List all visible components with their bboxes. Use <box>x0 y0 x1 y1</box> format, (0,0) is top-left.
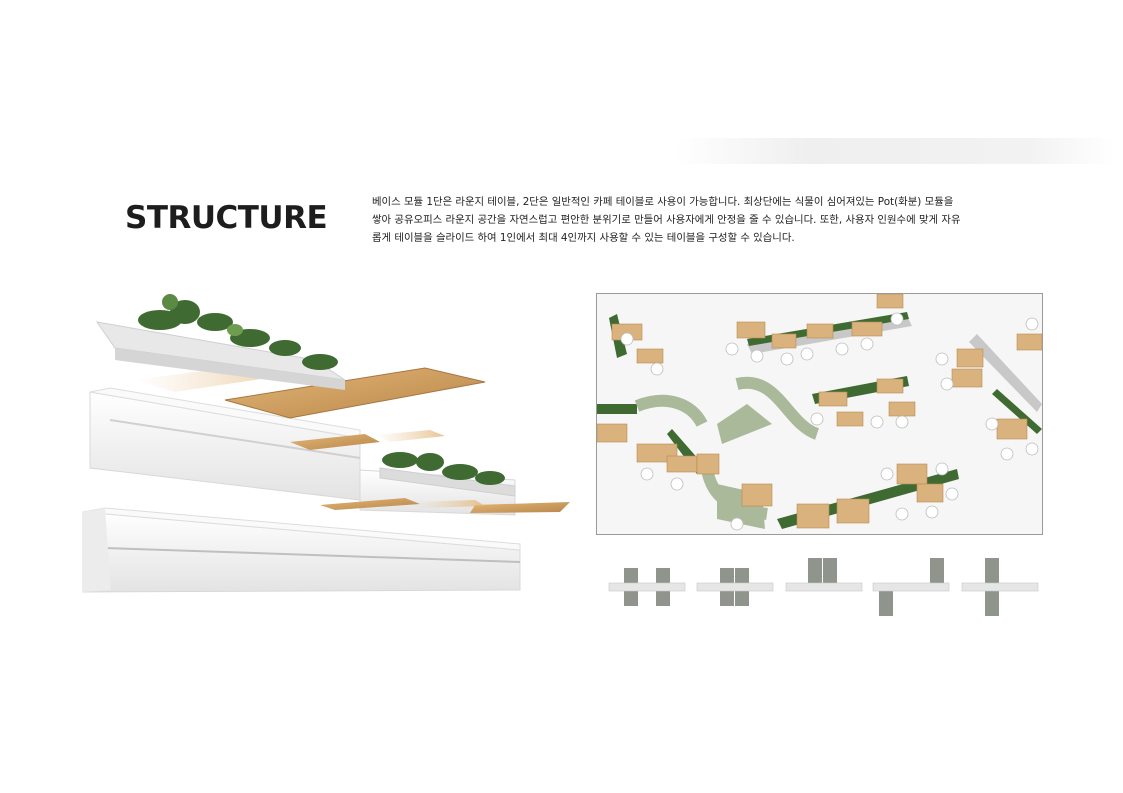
description-line: 베이스 모듈 1단은 라운지 테이블, 2단은 일반적인 카페 테이블로 사용이… <box>372 196 954 208</box>
description-line: 쌓아 공유오피스 라운지 공간을 자연스럽고 편안한 분위기로 만들어 사용자에… <box>372 214 961 226</box>
config-4-person-alt <box>961 558 1039 616</box>
base-module-tier-1 <box>82 507 521 593</box>
pot-module-lower <box>379 452 516 497</box>
config-3-person <box>785 558 863 592</box>
config-4-person <box>872 558 950 616</box>
chairs <box>620 312 1039 531</box>
exploded-module-render <box>82 294 570 593</box>
description: 베이스 모듈 1단은 라운지 테이블, 2단은 일반적인 카페 테이블로 사용이… <box>372 193 1032 247</box>
page-title: STRUCTURE <box>125 200 328 236</box>
config-1-person <box>608 568 686 606</box>
lounge-floor-plan-render <box>596 293 1043 535</box>
tables <box>597 294 1042 529</box>
config-2-person <box>696 568 774 606</box>
pot-module-top <box>95 294 346 390</box>
background-haze <box>675 138 1115 164</box>
seating-config-diagram <box>608 558 1039 616</box>
description-line: 롭게 테이블을 슬라이드 하여 1인에서 최대 4인까지 사용할 수 있는 테이… <box>372 232 795 244</box>
curved-benches <box>634 376 820 520</box>
